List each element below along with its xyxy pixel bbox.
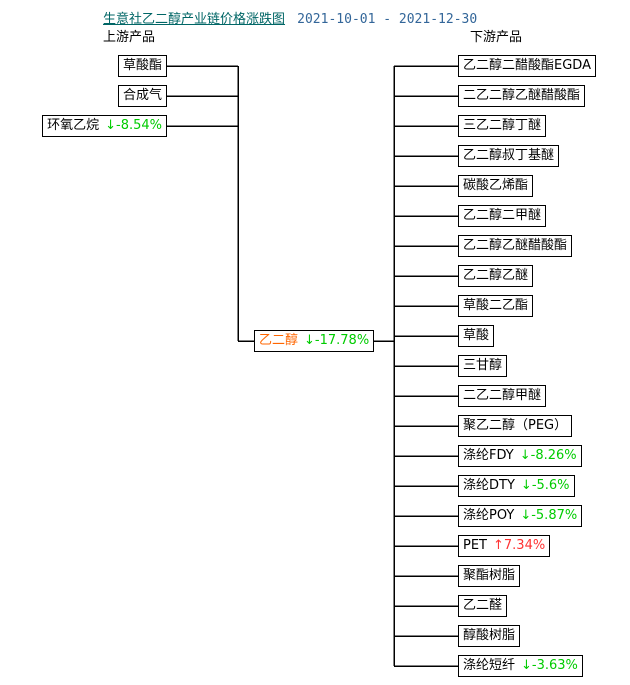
downstream-product-node: 乙二醇二甲醚 (458, 205, 547, 227)
change-badge: ↓-5.87% (520, 508, 577, 523)
change-value: 7.34% (503, 538, 546, 553)
change-badge: ↓-17.78% (304, 333, 369, 348)
downstream-column-label: 下游产品 (470, 30, 523, 45)
product-label: PET (463, 538, 487, 553)
downstream-product-node: 乙二醇二醋酸酯EGDA (458, 55, 596, 77)
downstream-product-node: 聚酯树脂 (458, 565, 521, 587)
downstream-product-node: 乙二醇乙醚醋酸酯 (458, 235, 573, 257)
product-label: 涤纶POY (463, 508, 515, 523)
product-label: 乙二醇二醋酸酯EGDA (463, 58, 591, 73)
upstream-product-node: 草酸酯 (117, 55, 167, 77)
downstream-product-node: 二乙二醇乙醚醋酸酯 (458, 85, 586, 107)
product-label: 涤纶FDY (463, 448, 514, 463)
change-badge: ↓-3.63% (521, 658, 578, 673)
product-label: 二乙二醇乙醚醋酸酯 (463, 88, 581, 103)
change-value: -5.6% (531, 478, 570, 493)
downstream-product-node: 聚乙二醇（PEG） (458, 415, 573, 437)
upstream-product-node: 环氧乙烷 ↓-8.54% (42, 115, 167, 137)
product-label: 合成气 (122, 88, 162, 103)
product-label: 乙二醇叔丁基醚 (463, 148, 555, 163)
downstream-product-node: 乙二醇乙醚 (458, 265, 534, 287)
downstream-product-node: 三甘醇 (458, 355, 508, 377)
product-label: 草酸二乙酯 (463, 298, 529, 313)
product-label: 醇酸树脂 (463, 628, 516, 643)
downstream-product-node: 草酸 (458, 325, 495, 347)
product-label: 草酸 (463, 328, 490, 343)
product-label: 三甘醇 (463, 358, 503, 373)
downstream-product-node: 草酸二乙酯 (458, 295, 534, 317)
date-range: 2021-10-01 - 2021-12-30 (297, 12, 478, 27)
downstream-product-node: 涤纶POY ↓-5.87% (458, 505, 583, 527)
downstream-product-node: 三乙二醇丁醚 (458, 115, 547, 137)
downstream-product-node: 乙二醇叔丁基醚 (458, 145, 560, 167)
product-label: 乙二醇乙醚醋酸酯 (463, 238, 568, 253)
change-value: -17.78% (314, 333, 370, 348)
change-badge: ↓-8.26% (520, 448, 577, 463)
product-label: 乙二醇二甲醚 (463, 208, 542, 223)
down-arrow-icon: ↓ (521, 658, 532, 673)
product-label: 环氧乙烷 (47, 118, 100, 133)
downstream-product-node: 碳酸乙烯酯 (458, 175, 534, 197)
downstream-product-node: 涤纶FDY ↓-8.26% (458, 445, 582, 467)
product-label: 二乙二醇甲醚 (463, 388, 542, 403)
chart-header: 生意社乙二醇产业链价格涨跌图 2021-10-01 - 2021-12-30 (103, 8, 477, 27)
downstream-product-node: 涤纶短纤 ↓-3.63% (458, 655, 583, 677)
page-title[interactable]: 生意社乙二醇产业链价格涨跌图 (103, 12, 286, 27)
change-value: -8.54% (116, 118, 162, 133)
change-value: -8.26% (530, 448, 577, 463)
center-product-node: 乙二醇 ↓-17.78% (254, 330, 375, 352)
change-badge: ↑7.34% (493, 538, 545, 553)
upstream-product-node: 合成气 (117, 85, 167, 107)
down-arrow-icon: ↓ (520, 478, 532, 493)
product-label: 聚酯树脂 (463, 568, 516, 583)
product-label: 乙二醇乙醚 (463, 268, 529, 283)
product-label: 草酸酯 (122, 58, 162, 73)
product-label: 乙二醇 (259, 333, 299, 348)
downstream-product-node: 醇酸树脂 (458, 625, 521, 647)
product-label: 乙二醛 (463, 598, 503, 613)
down-arrow-icon: ↓ (304, 333, 315, 348)
change-badge: ↓-8.54% (105, 118, 162, 133)
change-badge: ↓-5.6% (521, 478, 570, 493)
downstream-product-node: 二乙二醇甲醚 (458, 385, 547, 407)
product-label: 碳酸乙烯酯 (463, 178, 529, 193)
downstream-product-node: PET ↑7.34% (458, 535, 551, 557)
change-value: -3.63% (531, 658, 578, 673)
product-label: 三乙二醇丁醚 (463, 118, 542, 133)
product-label: 涤纶短纤 (463, 658, 516, 673)
product-label: 涤纶DTY (463, 478, 515, 493)
change-value: -5.87% (531, 508, 578, 523)
product-label: 聚乙二醇（PEG） (463, 418, 568, 433)
down-arrow-icon: ↓ (105, 118, 116, 133)
downstream-product-node: 乙二醛 (458, 595, 508, 617)
down-arrow-icon: ↓ (519, 448, 531, 463)
up-arrow-icon: ↑ (493, 538, 504, 553)
down-arrow-icon: ↓ (520, 508, 532, 523)
downstream-product-node: 涤纶DTY ↓-5.6% (458, 475, 575, 497)
upstream-column-label: 上游产品 (103, 30, 156, 45)
